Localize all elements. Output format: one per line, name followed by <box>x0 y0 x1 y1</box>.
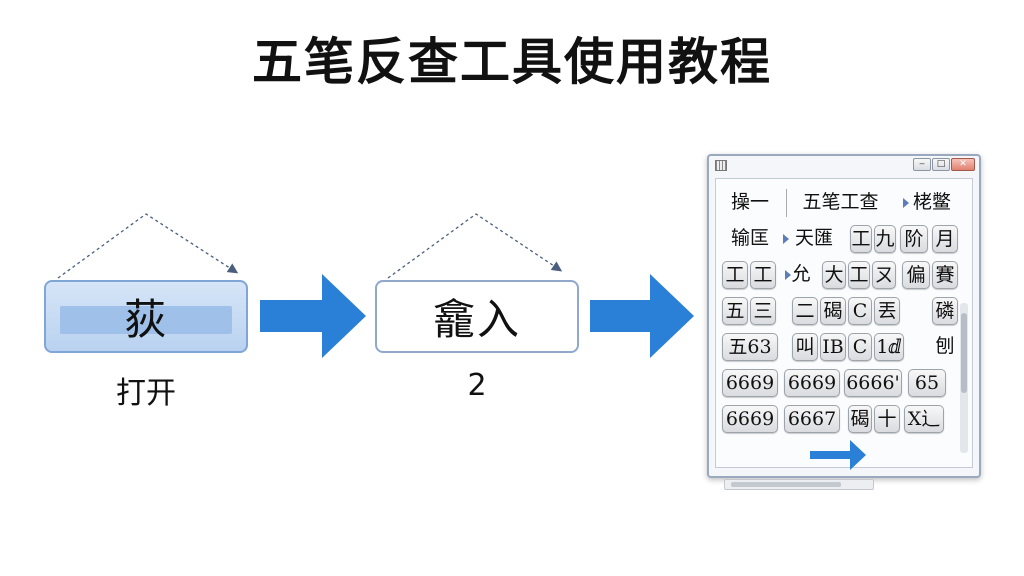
flow-arrow-1 <box>260 274 366 358</box>
grid-cell[interactable]: 操一 <box>730 191 769 213</box>
grid-key[interactable]: 叫 <box>792 333 818 361</box>
grid-key[interactable]: 6669 <box>722 405 778 433</box>
grid-key[interactable]: 月 <box>932 225 958 253</box>
grid-key[interactable]: 工 <box>850 225 872 253</box>
flow-arrow-2 <box>590 274 694 358</box>
grid-key[interactable]: 偏 <box>902 261 930 289</box>
grid-key[interactable]: 五 <box>722 297 748 325</box>
grid-key[interactable]: ㄡ <box>872 261 896 289</box>
vertical-scroll-thumb[interactable] <box>961 313 967 393</box>
grid-key[interactable]: X⻌ <box>904 405 944 433</box>
minimize-button[interactable]: ‒ <box>913 158 931 171</box>
grid-key[interactable]: 6669 <box>722 369 778 397</box>
step-2-text: 龕入 <box>432 295 521 344</box>
grid-key[interactable]: 二 <box>792 297 818 325</box>
grid-key[interactable]: 阶 <box>900 225 928 253</box>
page-title: 五笔反查工具使用教程 <box>252 33 772 91</box>
grid-key[interactable]: 碣 <box>820 297 846 325</box>
grid-key[interactable]: 十 <box>874 405 900 433</box>
grid-cell[interactable]: 五笔工查 <box>786 189 894 217</box>
grid-key[interactable]: 碣 <box>848 405 872 433</box>
grid-key[interactable]: 賽 <box>932 261 958 289</box>
grid-key[interactable]: C <box>848 297 872 325</box>
grid-key[interactable]: 丟 <box>874 297 900 325</box>
step-2-box: 龕入 <box>375 280 579 353</box>
step-2-label: 2 <box>467 368 487 403</box>
grid-key[interactable]: 磷 <box>932 297 958 325</box>
grid-cell[interactable]: 天匯 <box>782 225 846 253</box>
grid-key[interactable]: 6666' <box>844 369 902 397</box>
close-button[interactable]: ✕ <box>951 158 975 171</box>
maximize-button[interactable]: □ <box>932 158 950 171</box>
grid-key[interactable]: 6667 <box>784 405 840 433</box>
grid-key[interactable]: 五63 <box>722 333 778 361</box>
step-1-box: 荻 <box>44 280 248 353</box>
grid-key[interactable]: 大 <box>822 261 846 289</box>
grid-key[interactable]: 1ⅆ <box>874 333 904 361</box>
lookup-tool-window: ‒ □ ✕ 操一 五笔工查 栳鳖 输匡 天匯 工 九 阶 月 工 工 允 大 工… <box>707 154 981 490</box>
grid-cell[interactable]: 输匡 <box>730 227 769 249</box>
grid-key[interactable]: 九 <box>874 225 896 253</box>
window-titlebar: ‒ □ ✕ <box>709 156 979 174</box>
grid-cell[interactable]: 栳鳖 <box>902 189 962 217</box>
vertical-scrollbar[interactable] <box>960 303 968 453</box>
grid-key[interactable]: 工 <box>848 261 870 289</box>
grid-key[interactable]: 工 <box>750 261 776 289</box>
grid-key[interactable]: 6669 <box>784 369 840 397</box>
step-1-text: 荻 <box>123 295 168 344</box>
step-1-highlight <box>60 306 232 334</box>
dashed-connector-2 <box>387 213 563 279</box>
grid-key[interactable]: 65 <box>908 369 946 397</box>
dashed-connector-1 <box>57 213 239 279</box>
horizontal-scroll-thumb[interactable] <box>731 482 841 487</box>
grid-key[interactable]: IB <box>820 333 846 361</box>
grid-key[interactable]: 三 <box>750 297 776 325</box>
step-1-label: 打开 <box>116 376 176 411</box>
window-client-area: 操一 五笔工查 栳鳖 输匡 天匯 工 九 阶 月 工 工 允 大 工 ㄡ 偏 賽… <box>715 178 973 490</box>
window-grid-icon <box>715 160 727 171</box>
horizontal-scrollbar[interactable] <box>724 479 874 490</box>
grid-cell[interactable]: 允 <box>784 261 818 289</box>
grid-key[interactable]: 工 <box>722 261 748 289</box>
grid-key[interactable]: C <box>848 333 872 361</box>
grid-cell[interactable]: 刨 <box>935 335 955 357</box>
